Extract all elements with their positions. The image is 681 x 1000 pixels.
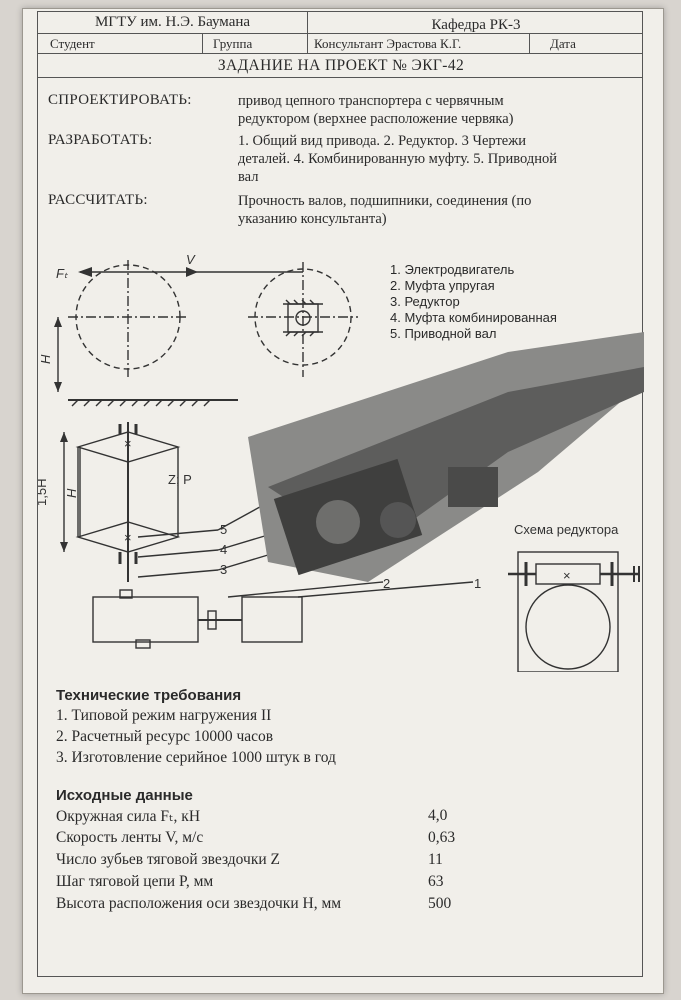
data-row-pitch: Шаг тяговой цепи P, мм 63 — [56, 873, 616, 891]
initial-data-title: Исходные данные — [56, 787, 193, 804]
callout-5: 5 — [220, 522, 227, 537]
design-text: привод цепного транспортера с червячным … — [238, 92, 638, 128]
design-label: СПРОЕКТИРОВАТЬ: — [48, 92, 192, 108]
calculate-line-2: указанию консультанта) — [238, 211, 387, 227]
legend-item-drive-shaft: 5. Приводной вал — [390, 326, 497, 341]
data-label-teeth: Число зубьев тяговой звездочки Z — [56, 851, 280, 868]
student-label: Студент — [38, 34, 203, 53]
velocity-label: V — [186, 252, 196, 267]
callout-2: 2 — [383, 576, 390, 591]
header-row-1: МГТУ им. Н.Э. Баумана Кафедра РК-3 — [38, 12, 642, 34]
motor-box — [241, 596, 303, 643]
height-label: H — [38, 354, 53, 364]
data-value-height: 500 — [428, 895, 452, 912]
university-name: МГТУ им. Н.Э. Баумана — [38, 12, 308, 33]
develop-line-1: 1. Общий вид привода. 2. Редуктор. 3 Чер… — [238, 133, 527, 149]
department-name: Кафедра РК-3 — [431, 17, 521, 33]
assignment-title: ЗАДАНИЕ НА ПРОЕКТ № ЭКГ-42 — [217, 56, 465, 74]
callout-4: 4 — [220, 542, 227, 557]
height-label-top-view: H — [64, 488, 79, 498]
develop-line-3: вал — [238, 169, 259, 185]
calculate-line-1: Прочность валов, подшипники, соединения … — [238, 193, 532, 209]
requirement-2: 2. Расчетный ресурс 10000 часов — [56, 728, 274, 745]
data-value-teeth: 11 — [428, 851, 443, 868]
conveyor-photo — [248, 332, 644, 582]
cross-mark-upper: × — [124, 436, 132, 451]
legend-item-reducer: 3. Редуктор — [390, 294, 460, 309]
callout-1: 1 — [474, 576, 481, 591]
callout-3: 3 — [220, 562, 227, 577]
data-value-pitch: 63 — [428, 873, 444, 890]
data-label-height: Высота расположения оси звездочки H, мм — [56, 895, 342, 912]
calculate-text: Прочность валов, подшипники, соединения … — [238, 192, 638, 228]
data-value-force: 4,0 — [428, 807, 448, 824]
data-row-height: Высота расположения оси звездочки H, мм … — [56, 895, 616, 913]
data-row-speed: Скорость ленты V, м/с 0,63 — [56, 829, 616, 847]
reducer-scheme — [508, 551, 640, 672]
data-row-force: Окружная сила Fₜ, кН 4,0 — [56, 807, 616, 826]
data-label-pitch: Шаг тяговой цепи P, мм — [56, 873, 214, 890]
group-label: Группа — [203, 34, 308, 53]
design-line-2: редуктором (верхнее расположение червяка… — [238, 111, 514, 127]
legend-item-combined-coupling: 4. Муфта комбинированная — [390, 310, 557, 325]
data-label-force: Окружная сила Fₜ, кН — [56, 808, 201, 825]
consultant-label: Консультант Эрастова К.Г. — [308, 34, 530, 53]
components-legend: 1. Электродвигатель 2. Муфта упругая 3. … — [390, 262, 557, 342]
develop-text: 1. Общий вид привода. 2. Редуктор. 3 Чер… — [238, 132, 638, 186]
sheet-frame: МГТУ им. Н.Э. Баумана Кафедра РК-3 Студе… — [37, 11, 644, 977]
requirement-1: 1. Типовой режим нагружения II — [56, 707, 272, 724]
data-row-teeth: Число зубьев тяговой звездочки Z 11 — [56, 851, 616, 869]
reducer-box — [92, 596, 199, 643]
requirements-title: Технические требования — [56, 687, 242, 704]
data-label-speed: Скорость ленты V, м/с — [56, 829, 204, 846]
force-label: Fₜ — [56, 266, 69, 281]
reducer-cross-mark: × — [563, 568, 571, 583]
develop-line-2: деталей. 4. Комбинированную муфту. 5. Пр… — [238, 151, 558, 167]
reducer-scheme-title: Схема редуктора — [514, 522, 619, 537]
data-value-speed: 0,63 — [428, 829, 456, 846]
calculate-label: РАССЧИТАТЬ: — [48, 192, 148, 208]
develop-label: РАЗРАБОТАТЬ: — [48, 132, 153, 148]
cross-mark-lower: × — [124, 530, 132, 545]
header-row-3: ЗАДАНИЕ НА ПРОЕКТ № ЭКГ-42 — [38, 54, 642, 78]
zp-label: Z; P — [168, 472, 192, 487]
drive-diagram: Fₜ V H 1,5H H Z; P × × 5 4 3 2 1 Схема р… — [38, 252, 644, 672]
requirement-3: 3. Изготовление серийное 1000 штук в год — [56, 749, 336, 766]
legend-item-motor: 1. Электродвигатель — [390, 262, 515, 277]
height-15-label: 1,5H — [38, 479, 49, 506]
design-line-1: привод цепного транспортера с червячным — [238, 93, 504, 109]
assignment-sheet: МГТУ им. Н.Э. Баумана Кафедра РК-3 Студе… — [22, 8, 664, 994]
date-label: Дата — [550, 35, 576, 51]
legend-item-elastic-coupling: 2. Муфта упругая — [390, 278, 495, 293]
header-row-2: Студент Группа Консультант Эрастова К.Г.… — [38, 34, 642, 54]
